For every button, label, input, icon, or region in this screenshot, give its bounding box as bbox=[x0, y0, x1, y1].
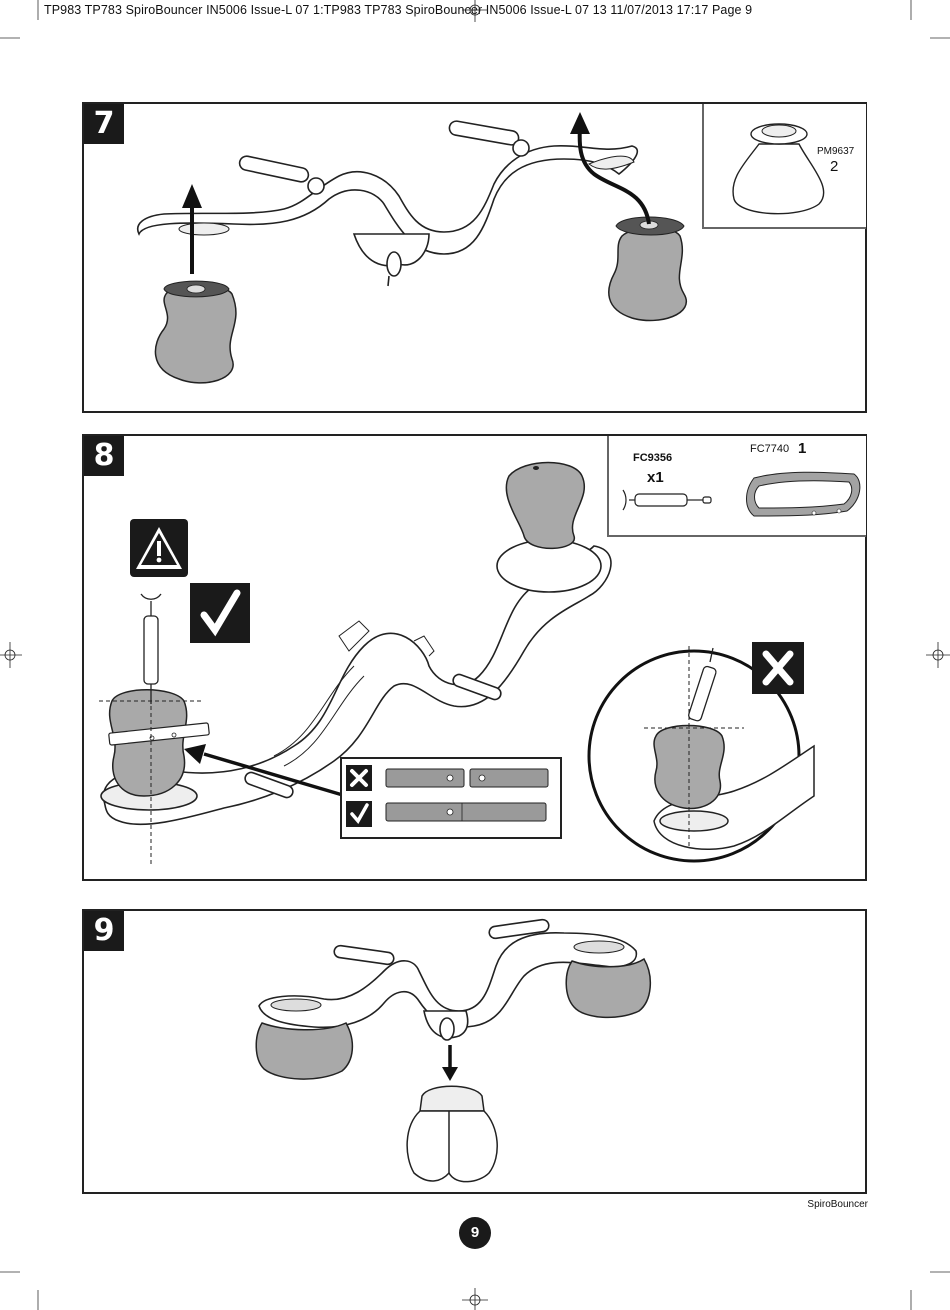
strap-comparison-graphic bbox=[346, 765, 549, 827]
print-header: TP983 TP783 SpiroBouncer IN5006 Issue-L … bbox=[44, 3, 753, 17]
page-number-badge: 9 bbox=[459, 1217, 491, 1249]
part-code: PM9637 bbox=[817, 146, 855, 157]
part-quantity: 2 bbox=[830, 158, 839, 175]
step-7-illustration bbox=[137, 112, 687, 384]
part-quantity: x1 bbox=[647, 469, 664, 486]
strap-comparison-box bbox=[340, 757, 562, 839]
stopper-ball-icon bbox=[732, 123, 825, 215]
registration-mark-right bbox=[926, 642, 950, 668]
part-quantity: 1 bbox=[798, 440, 807, 457]
part-code: FC9356 bbox=[633, 452, 673, 464]
part-callout-box: FC9356 x1 FC7740 1 bbox=[607, 436, 866, 537]
registration-mark-bottom bbox=[462, 1288, 488, 1310]
pump-and-strap-icons bbox=[622, 471, 861, 517]
registration-mark-top bbox=[462, 0, 488, 22]
step-8-illustration bbox=[99, 461, 815, 866]
step-9-panel: 9 bbox=[82, 909, 867, 1194]
step-number: 8 bbox=[84, 436, 124, 476]
warning-icon bbox=[130, 519, 188, 577]
step-7-panel: 7 bbox=[82, 102, 867, 413]
step-8-panel: 8 bbox=[82, 434, 867, 881]
part-code: FC7740 bbox=[750, 443, 790, 455]
brand-footer: SpiroBouncer bbox=[807, 1199, 868, 1210]
step-number: 7 bbox=[84, 104, 124, 144]
step-9-illustration bbox=[255, 918, 651, 1183]
correct-check-icon bbox=[190, 583, 250, 643]
step-number: 9 bbox=[84, 911, 124, 951]
part-callout-box: PM9637 2 bbox=[702, 104, 866, 229]
registration-mark-left bbox=[0, 642, 22, 668]
